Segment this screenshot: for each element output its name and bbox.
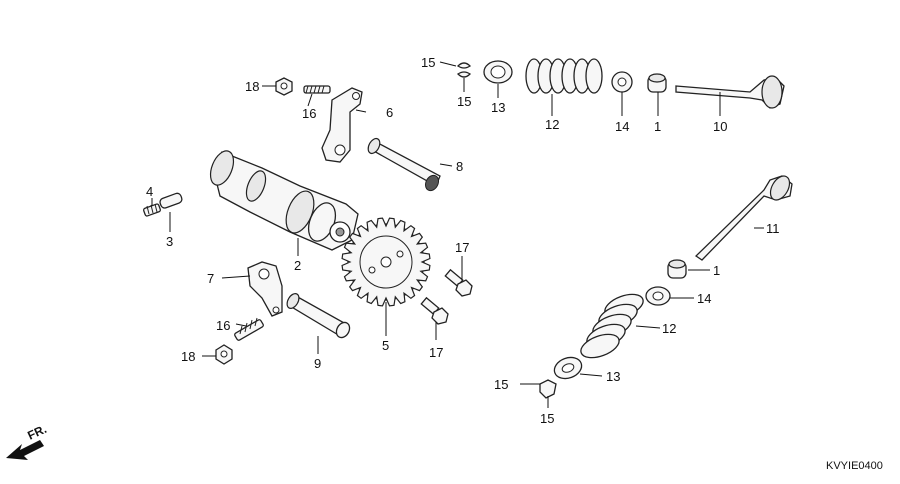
rocker-shaft-8 [367,137,441,192]
stem-seal-1-bottom [667,259,687,279]
spring-seat-14-bottom [645,286,671,306]
cotter-15-bottom [539,379,557,399]
callout-2: 2 [294,258,301,273]
callout-10: 10 [713,119,727,134]
pin-3 [159,192,183,209]
callout-15-bottom-a: 15 [494,377,508,392]
callout-1-bottom: 1 [713,263,720,278]
callout-18-top: 18 [245,79,259,94]
screw-16-bottom [234,317,264,341]
retainer-13-top [483,60,513,84]
callout-15-top-a: 15 [421,55,435,70]
rocker-arm-7 [247,261,283,317]
callout-5: 5 [382,338,389,353]
cam-sprocket-5 [341,217,431,307]
callout-6: 6 [386,105,393,120]
valve-10 [675,75,785,109]
callouts: 18 16 6 8 4 3 2 7 16 18 9 5 17 17 15 15 … [146,55,780,426]
stem-seal-1-top [647,73,667,93]
front-direction-arrow: FR. [6,422,49,460]
valve-11 [694,175,793,261]
direction-label: FR. [25,422,48,443]
callout-1-top: 1 [654,119,661,134]
callout-16-top: 16 [302,106,316,121]
callout-7: 7 [207,271,214,286]
screw-16-top [303,85,331,94]
rocker-shaft-9 [286,293,351,339]
nut-18-bottom [215,344,233,365]
callout-13-bottom: 13 [606,369,620,384]
callout-17-top: 17 [455,240,469,255]
bolt-17-top [444,268,473,297]
bolt-4 [143,203,161,217]
nut-18-top [275,77,293,96]
camshaft-2 [209,150,359,251]
cotter-15-top [456,62,472,78]
callout-16-bottom: 16 [216,318,230,333]
callout-3: 3 [166,234,173,249]
spring-12-top [525,58,603,94]
retainer-13-bottom [553,356,583,380]
callout-9: 9 [314,356,321,371]
bolt-17-bottom [420,296,449,325]
rocker-arm-6 [321,87,363,163]
callout-18-bottom: 18 [181,349,195,364]
spring-12-bottom [580,293,644,359]
spring-seat-14-top [611,71,633,93]
callout-4: 4 [146,184,153,199]
callout-15-bottom-b: 15 [540,411,554,426]
drawing-code: KVYIE0400 [826,460,883,472]
callout-8: 8 [456,159,463,174]
callout-12-bottom: 12 [662,321,676,336]
callout-15-top-b: 15 [457,94,471,109]
callout-14-top: 14 [615,119,629,134]
callout-13-top: 13 [491,100,505,115]
callout-12-top: 12 [545,117,559,132]
callout-17-bottom: 17 [429,345,443,360]
callout-14-bottom: 14 [697,291,711,306]
callout-11: 11 [766,221,780,236]
leader-lines [151,61,764,408]
